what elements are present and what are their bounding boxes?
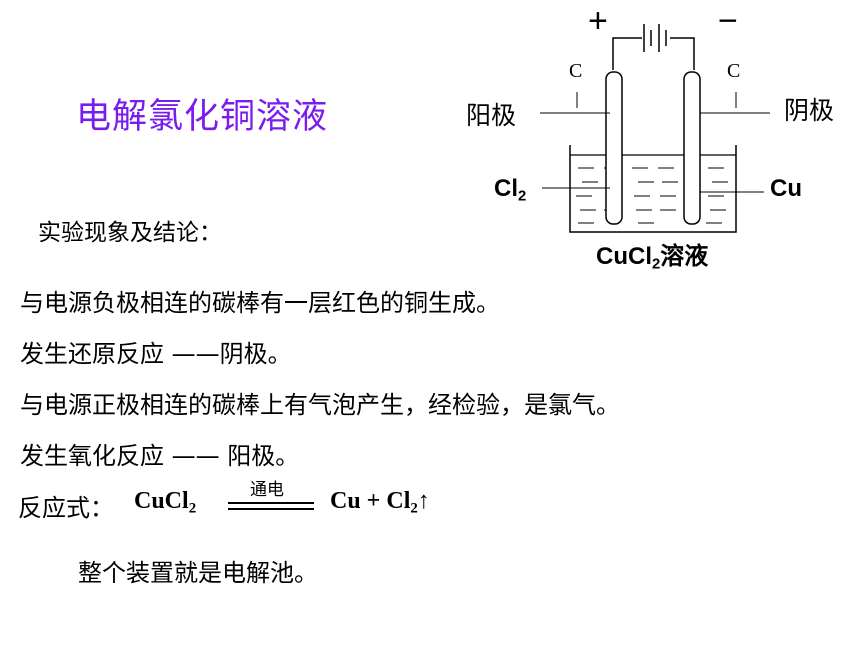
equation-products: Cu + Cl2↑ [330,488,430,517]
copper-label: Cu [770,175,802,202]
equation-label: 反应式： [18,494,114,522]
left-electrode-label: C [569,60,583,82]
left-wire [612,37,642,70]
anode-label: 阳极 [466,101,517,130]
summary-text: 整个装置就是电解池。 [78,559,318,587]
page-title: 电解氯化铜溶液 [76,97,329,137]
cathode-rod [683,71,701,225]
equals-sign [228,502,314,510]
observation-line-2: 发生还原反应 ——阴极。 [20,340,292,368]
electrolysis-cell-diagram [540,24,770,233]
negative-terminal: − [718,2,738,40]
battery-icon [643,24,667,52]
observation-line-3: 与电源正极相连的碳棒上有气泡产生，经检验，是氯气。 [20,391,620,419]
anode-rod [605,71,623,225]
right-wire [670,37,695,70]
right-electrode-label: C [727,60,741,82]
cathode-label: 阴极 [784,96,835,125]
observation-line-4: 发生氧化反应 —— 阳极。 [20,442,300,470]
equation-condition: 通电 [250,480,284,499]
solution-label: CuCl2溶液 [596,242,709,273]
chlorine-label: Cl2 [494,175,527,205]
positive-terminal: + [588,2,608,40]
observations-heading: 实验现象及结论： [38,220,222,246]
equation-reactant: CuCl2 [134,488,197,517]
observation-line-1: 与电源负极相连的碳棒有一层红色的铜生成。 [20,289,500,317]
solution-hatching [576,167,728,224]
